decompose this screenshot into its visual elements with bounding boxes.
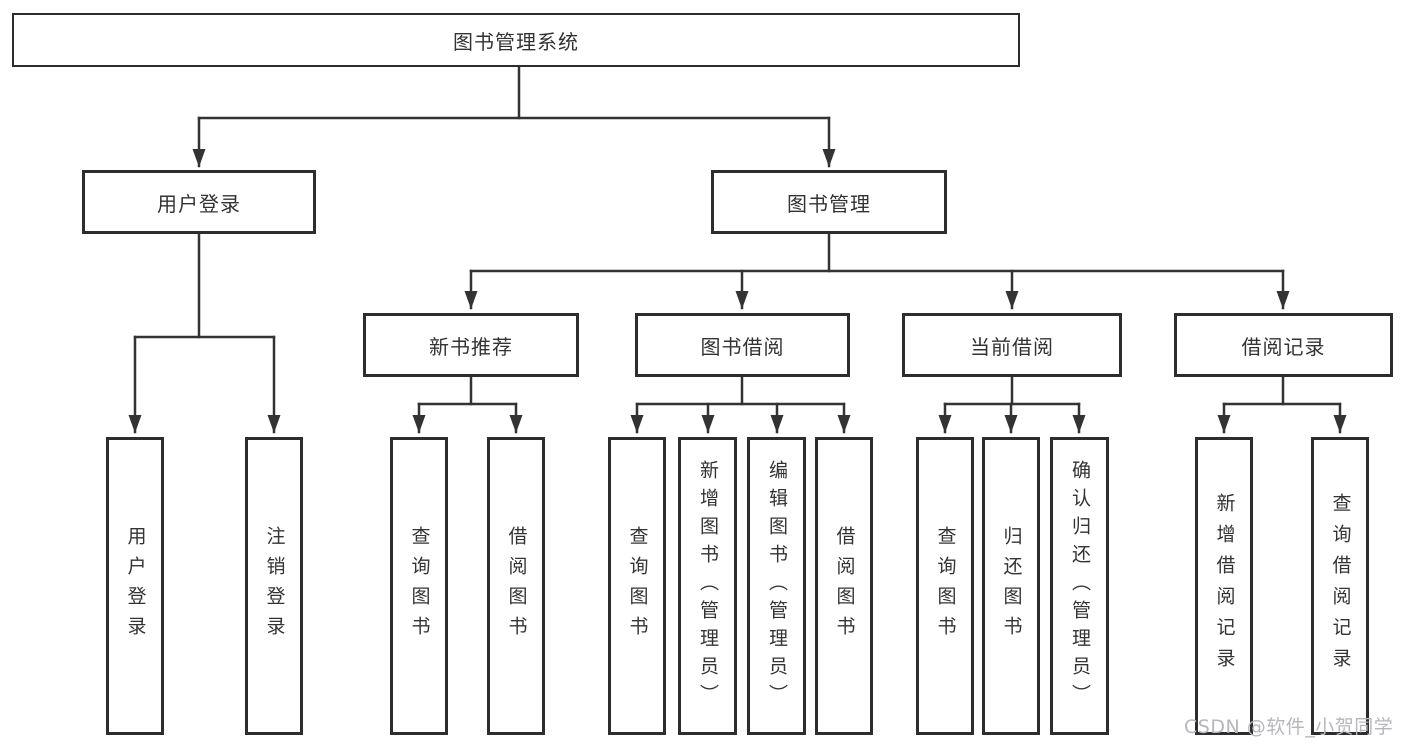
- node-logout: 注销登录: [245, 437, 303, 735]
- node-current-query-books: 查询图书: [916, 437, 974, 735]
- connector-root-to-level2: [192, 65, 836, 168]
- node-label: 借阅图书: [833, 526, 856, 646]
- node-edit-books-admin: 编辑图书（管理员）: [747, 437, 806, 735]
- connector-user-login-to-children: [128, 232, 281, 434]
- node-label: 图书借阅: [700, 334, 785, 359]
- node-borrowing-borrow-books: 借阅图书: [815, 437, 873, 735]
- node-label: 新增借阅记录: [1213, 493, 1236, 679]
- node-label: 新书推荐: [429, 334, 513, 359]
- node-add-books-admin: 新增图书（管理员）: [678, 437, 737, 735]
- node-new-book-recommend: 新书推荐: [363, 313, 579, 377]
- node-label: 查询图书: [934, 526, 957, 646]
- node-library-management-system: 图书管理系统: [12, 13, 1020, 67]
- node-label: 借阅记录: [1241, 334, 1326, 359]
- node-return-books: 归还图书: [982, 437, 1040, 735]
- node-label: 新增图书（管理员）: [697, 460, 719, 712]
- node-label: 查询图书: [408, 526, 431, 646]
- node-borrowing-records: 借阅记录: [1174, 313, 1393, 377]
- node-recommend-borrow-books: 借阅图书: [487, 437, 545, 735]
- node-recommend-query-books: 查询图书: [390, 437, 448, 735]
- node-add-borrow-record: 新增借阅记录: [1195, 437, 1253, 735]
- node-label: 借阅图书: [505, 526, 528, 646]
- csdn-watermark: CSDN @软件_小贺同学: [1184, 716, 1394, 738]
- node-label: 编辑图书（管理员）: [766, 460, 788, 712]
- node-label: 图书管理: [787, 191, 871, 216]
- node-book-management: 图书管理: [711, 170, 947, 234]
- connector-borrowing-records-to-children: [1217, 375, 1347, 434]
- node-label: 用户登录: [157, 191, 241, 216]
- connector-book-borrowing-to-children: [630, 375, 851, 434]
- node-label: 查询借阅记录: [1329, 493, 1352, 679]
- node-borrowing-query-books: 查询图书: [608, 437, 666, 735]
- node-label: 当前借阅: [970, 334, 1054, 359]
- node-label: 注销登录: [263, 526, 286, 646]
- connector-new-book-recommend-to-children: [412, 375, 523, 434]
- node-label: 确认归还（管理员）: [1069, 460, 1091, 712]
- node-label: 图书管理系统: [453, 29, 579, 54]
- node-query-borrow-record: 查询借阅记录: [1311, 437, 1369, 735]
- connector-current-borrowing-to-children: [938, 375, 1086, 434]
- node-user-login-group: 用户登录: [82, 170, 316, 234]
- node-confirm-return-admin: 确认归还（管理员）: [1050, 437, 1109, 735]
- node-label: 查询图书: [626, 526, 649, 646]
- node-current-borrowing: 当前借阅: [902, 313, 1122, 377]
- connector-book-management-to-level3: [464, 232, 1290, 310]
- node-book-borrowing: 图书借阅: [635, 313, 850, 377]
- node-user-login: 用户登录: [106, 437, 164, 735]
- node-label: 归还图书: [1000, 526, 1023, 646]
- node-label: 用户登录: [124, 526, 147, 646]
